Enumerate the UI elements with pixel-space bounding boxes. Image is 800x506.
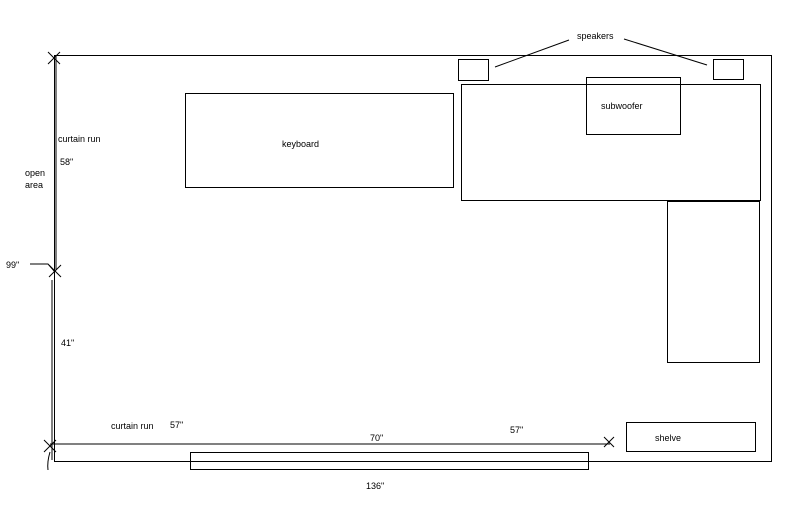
speaker-left <box>458 59 489 81</box>
label-dim-58: 58" <box>60 157 73 167</box>
room-outline <box>54 55 772 462</box>
subwoofer-box <box>586 77 681 135</box>
label-dim-57-left: 57" <box>170 420 183 430</box>
label-dim-57-right: 57" <box>510 425 523 435</box>
speaker-right <box>713 59 744 80</box>
speakers-pointer-left <box>494 39 570 68</box>
label-speakers: speakers <box>577 31 614 41</box>
label-open: open <box>25 168 45 178</box>
label-dim-99: 99" <box>6 260 19 270</box>
label-dim-136: 136" <box>366 481 384 491</box>
label-dim-70: 70" <box>370 433 383 443</box>
keyboard-box <box>185 93 454 188</box>
window-bar <box>190 452 589 470</box>
x-marker-bottom-right <box>603 436 615 448</box>
label-keyboard: keyboard <box>282 139 319 149</box>
label-area: area <box>25 180 43 190</box>
x-marker-mid-left <box>48 264 62 278</box>
label-shelve: shelve <box>655 433 681 443</box>
label-curtain-run-left: curtain run <box>58 134 101 144</box>
label-curtain-run-bottom: curtain run <box>111 421 154 431</box>
desk-main <box>461 84 761 201</box>
dim-99-pointer <box>30 263 56 273</box>
label-subwoofer: subwoofer <box>601 101 643 111</box>
shelve-box <box>626 422 756 452</box>
label-dim-41: 41" <box>61 338 74 348</box>
x-marker-top-left <box>47 51 61 65</box>
desk-return <box>667 201 760 363</box>
speakers-pointer-right <box>623 38 708 66</box>
x-marker-bottom-left <box>43 439 57 471</box>
